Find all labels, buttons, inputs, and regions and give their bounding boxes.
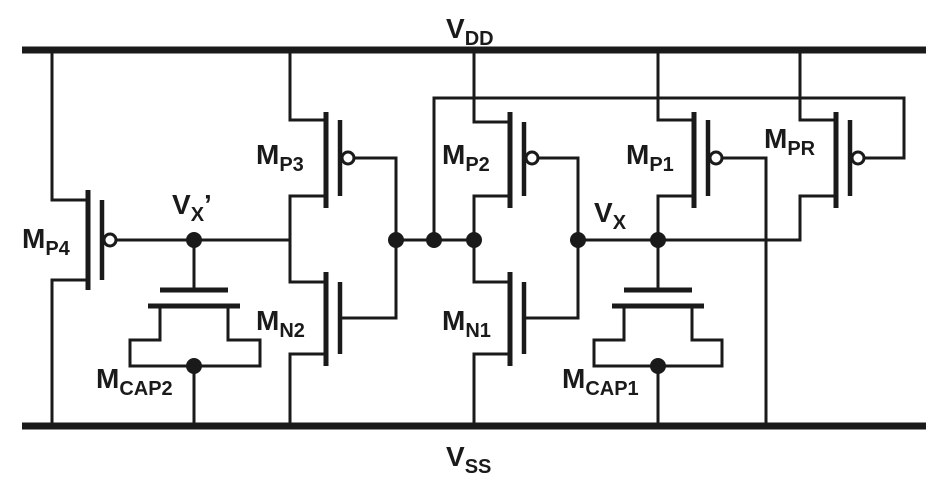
transistor-mp2 <box>472 48 580 284</box>
mp1-label: MP1 <box>626 139 674 176</box>
transistor-mn1 <box>472 238 580 428</box>
transistor-mpr <box>798 48 866 242</box>
mp2-label: MP2 <box>442 139 490 176</box>
mcap2-label: MCAP2 <box>96 363 173 400</box>
mp4-label: MP4 <box>22 223 71 260</box>
node-gate-inv2 <box>388 232 404 248</box>
capacitor-mcap1 <box>592 238 724 428</box>
vdd-label: VDD <box>446 13 494 50</box>
transistor-mp4 <box>50 48 196 428</box>
mpr-label: MPR <box>764 123 816 160</box>
vx-prime-label: VX’ <box>172 189 212 226</box>
transistor-mn2 <box>288 238 398 428</box>
transistor-mp1 <box>656 48 768 428</box>
capacitor-mcap2 <box>128 238 262 428</box>
mp3-label: MP3 <box>256 139 304 176</box>
mn1-label: MN1 <box>442 305 491 342</box>
transistor-mp3 <box>288 48 398 284</box>
feedback-wire <box>432 96 906 242</box>
vss-label: VSS <box>446 441 491 478</box>
mcap1-label: MCAP1 <box>562 363 639 400</box>
vx-label: VX <box>594 197 627 234</box>
mn2-label: MN2 <box>256 305 305 342</box>
node-inv2-gate <box>570 232 586 248</box>
